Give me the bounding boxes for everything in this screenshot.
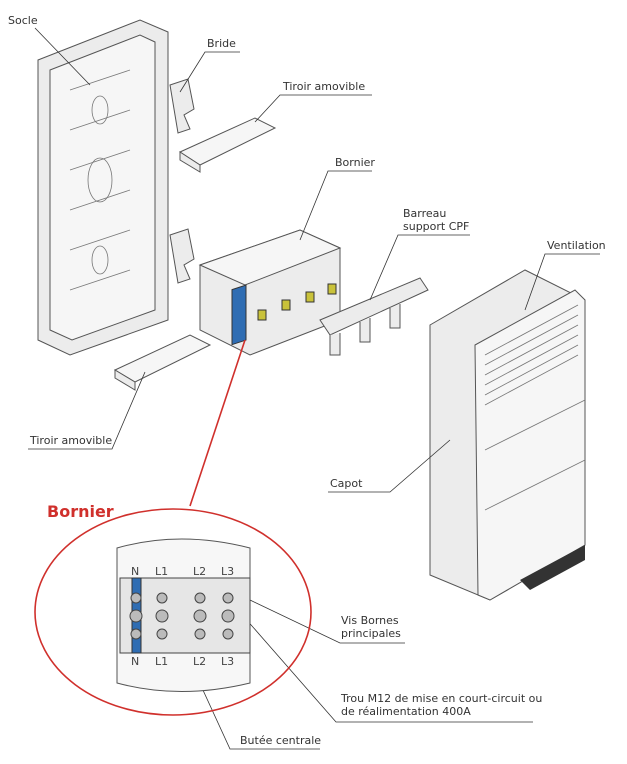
label-barreau-line2: support CPF [403,220,470,233]
label-vis-line1: Vis Bornes [341,614,399,627]
terminal-label-bottom: L3 [221,655,234,668]
detail-callout-line [189,339,246,507]
terminal-label-top: L2 [193,565,206,578]
bornier-detail: N L1 L2 L3 N L1 L2 L3 [116,538,251,692]
label-tiroir-bottom: Tiroir amovible [30,434,113,447]
tiroir-bottom-part [113,334,212,391]
terminal-label-bottom: N [131,655,139,668]
leader-lines [28,27,600,750]
label-tiroir-top: Tiroir amovible [283,80,366,93]
terminal-label-top: N [131,565,139,578]
label-bornier: Bornier [335,156,375,169]
bornier-part [198,229,342,356]
label-capot: Capot [330,477,363,490]
terminal-label-bottom: L1 [155,655,168,668]
detail-ellipse [34,508,312,716]
label-trou-line1: Trou M12 de mise en court-circuit ou [341,692,543,705]
socle-part [37,19,169,356]
terminal-label-bottom: L2 [193,655,206,668]
label-bride: Bride [207,37,236,50]
terminal-label-top: L1 [155,565,168,578]
label-butee: Butée centrale [240,734,322,747]
label-barreau-line1: Barreau [403,207,447,220]
capot-part [429,269,586,601]
label-socle: Socle [8,14,38,27]
detail-title: Bornier [47,502,114,521]
label-vis-line2: principales [341,627,401,640]
bride-part [169,78,195,284]
label-trou-line2: de réalimentation 400A [341,705,471,718]
label-ventilation: Ventilation [547,239,606,252]
tiroir-top-part [178,117,277,173]
barreau-part [319,277,429,356]
terminal-label-top: L3 [221,565,234,578]
